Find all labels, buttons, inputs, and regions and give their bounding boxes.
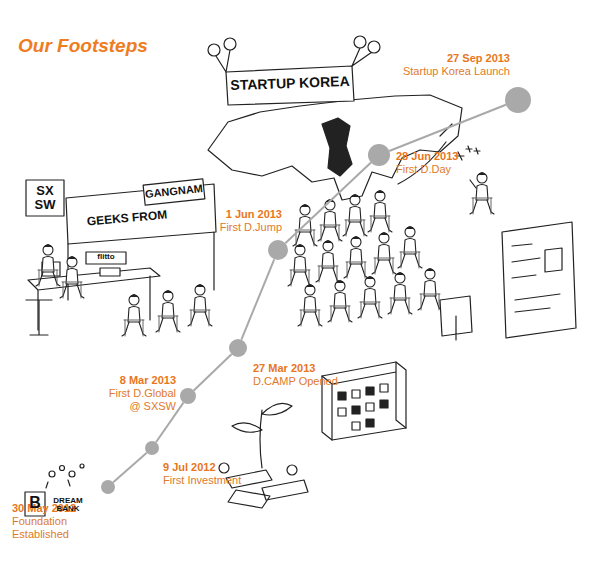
milestone-label: 27 Mar 2013D.CAMP Opened [253, 362, 363, 388]
milestone-text: Foundation Established [12, 515, 84, 541]
dcamp-building [322, 362, 406, 440]
milestone-date: 8 Mar 2013 [102, 374, 176, 387]
presentation-screen [502, 222, 576, 338]
milestone-date: 27 Mar 2013 [253, 362, 363, 375]
map-outline [208, 95, 462, 200]
milestone-label: 27 Sep 2013Startup Korea Launch [360, 52, 510, 78]
timeline-dot: 1 Jun 2013First D.Jump [268, 240, 288, 260]
timeline-link [241, 259, 274, 339]
milestone-text: First D.Jump [182, 221, 282, 234]
timeline-dot: 27 Mar 2013D.CAMP Opened [229, 339, 247, 357]
timeline-dot: 8 Mar 2013First D.Global @ SXSW [180, 388, 196, 404]
sparkle-stars [456, 146, 480, 160]
banner-board [226, 66, 354, 105]
balloon-strings [216, 48, 372, 72]
timeline-dot: 27 Sep 2013Startup Korea Launch [505, 87, 531, 113]
timeline-dot: 28 Jun 2013First D.Day [368, 144, 390, 166]
timeline-link [285, 163, 371, 244]
gangnam-sign [143, 179, 205, 205]
milestone-text: First Investment [163, 474, 273, 487]
milestone-date: 27 Sep 2013 [360, 52, 510, 65]
booth-poles [68, 232, 214, 300]
booth-sign [86, 252, 126, 264]
milestone-text: First D.Global @ SXSW [102, 387, 176, 413]
milestone-label: 28 Jun 2013First D.Day [396, 150, 506, 176]
timeline-dot: 9 Jul 2012First Investment [145, 441, 159, 455]
timeline-link [389, 105, 506, 151]
timeline-link [113, 453, 147, 483]
sprout [232, 403, 292, 468]
logo-letter: B [25, 495, 45, 512]
timeline-dot: 30 May 2012Foundation Established [101, 480, 115, 494]
milestone-text: First D.Day [396, 163, 506, 176]
milestone-label: 1 Jun 2013First D.Jump [182, 208, 282, 234]
diagram-title: Our Footsteps [18, 35, 148, 57]
milestone-date: 9 Jul 2012 [163, 461, 273, 474]
milestone-text: Startup Korea Launch [360, 65, 510, 78]
milestone-text: D.CAMP Opened [253, 375, 363, 388]
milestone-label: 9 Jul 2012First Investment [163, 461, 273, 487]
lectern [440, 296, 472, 340]
microphone [470, 180, 476, 188]
milestone-date: 28 Jun 2013 [396, 150, 506, 163]
sxsw-sign [26, 180, 64, 216]
korea-peninsula [322, 118, 352, 176]
sign-text: SX SW [27, 184, 63, 211]
timeline-link [194, 354, 232, 390]
booth-text: flitto [86, 253, 126, 261]
milestone-label: 8 Mar 2013First D.Global @ SXSW [102, 374, 176, 413]
milestone-date: 1 Jun 2013 [182, 208, 282, 221]
logo-text: DREAM BANK [48, 497, 88, 514]
